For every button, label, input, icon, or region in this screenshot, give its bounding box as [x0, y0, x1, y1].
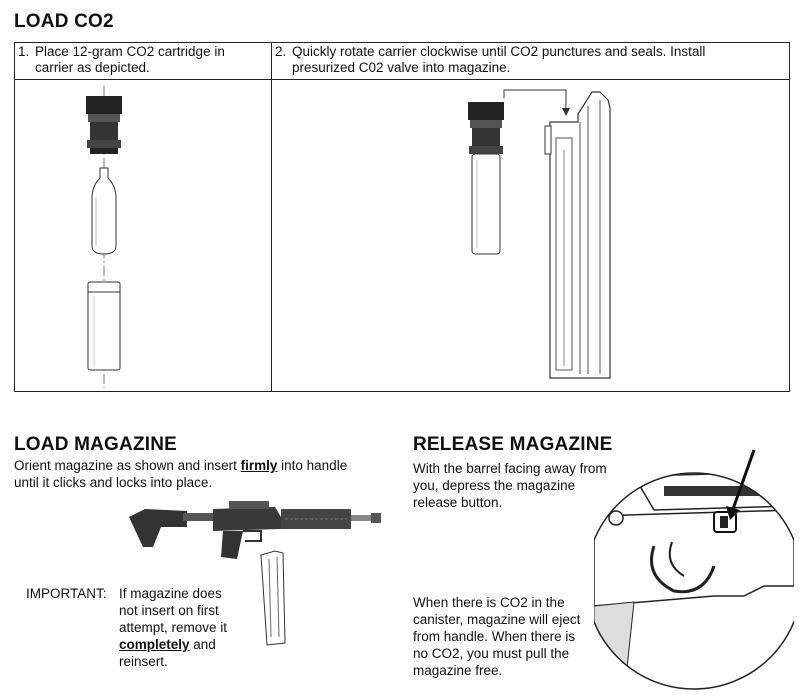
- load-magazine-intro-line2: until it clicks and locks into place.: [14, 475, 213, 490]
- load-magazine-intro-bold: firmly: [240, 458, 278, 473]
- exploded-cartridge-illustration: [86, 86, 122, 388]
- step2-line1: Quickly rotate carrier clockwise until C…: [292, 44, 706, 59]
- step1-header: 1. Place 12-gram CO2 cartridge in carrie…: [14, 42, 272, 80]
- step1-line2: carrier as depicted.: [35, 60, 150, 75]
- important-bold-word: completely: [119, 637, 190, 652]
- important-and: and: [189, 637, 216, 652]
- load-magazine-heading: LOAD MAGAZINE: [14, 434, 178, 455]
- load-co2-heading: LOAD CO2: [14, 11, 114, 32]
- important-label: IMPORTANT:: [26, 586, 107, 601]
- important-line1: If magazine does: [119, 586, 222, 601]
- release-note-line4: no CO2, you must pull the: [413, 646, 570, 661]
- step2-illustration-cell: [271, 79, 790, 392]
- load-magazine-intro-pre: Orient magazine as shown and insert: [14, 458, 241, 473]
- load-magazine-intro-post: into handle: [277, 458, 348, 473]
- load-magazine-intro: Orient magazine as shown and insert firm…: [14, 457, 394, 491]
- release-line1: With the barrel facing away from: [413, 461, 607, 476]
- release-button-detail-illustration: [594, 449, 794, 690]
- step2-line2: presurized C02 valve into magazine.: [292, 60, 511, 75]
- step1-number: 1.: [18, 44, 30, 59]
- step2-header: 2. Quickly rotate carrier clockwise unti…: [271, 42, 790, 80]
- release-note-line5: magazine free.: [413, 663, 503, 678]
- step1-illustration-cell: [14, 79, 272, 392]
- release-magazine-instructions: With the barrel facing away from you, de…: [413, 460, 633, 511]
- important-line2: not insert on first: [119, 603, 219, 618]
- release-magazine-heading: RELEASE MAGAZINE: [413, 434, 613, 455]
- important-line5: reinsert.: [119, 654, 168, 669]
- release-note-line3: from handle. When there is: [413, 629, 576, 644]
- release-note-line2: canister, magazine will eject: [413, 612, 581, 627]
- release-magazine-note: When there is CO2 in the canister, magaz…: [413, 594, 613, 679]
- step2-number: 2.: [275, 44, 287, 59]
- important-line3: attempt, remove it: [119, 620, 228, 635]
- valve-into-magazine-illustration: [468, 89, 611, 379]
- rifle-illustration: [129, 501, 381, 646]
- step1-line1: Place 12-gram CO2 cartridge in: [35, 44, 225, 59]
- release-line3: release button.: [413, 495, 503, 510]
- load-co2-steps-table: 1. Place 12-gram CO2 cartridge in carrie…: [14, 42, 790, 392]
- release-line2: you, depress the magazine: [413, 478, 576, 493]
- release-note-line1: When there is CO2 in the: [413, 595, 565, 610]
- important-note: If magazine does not insert on first att…: [119, 585, 269, 670]
